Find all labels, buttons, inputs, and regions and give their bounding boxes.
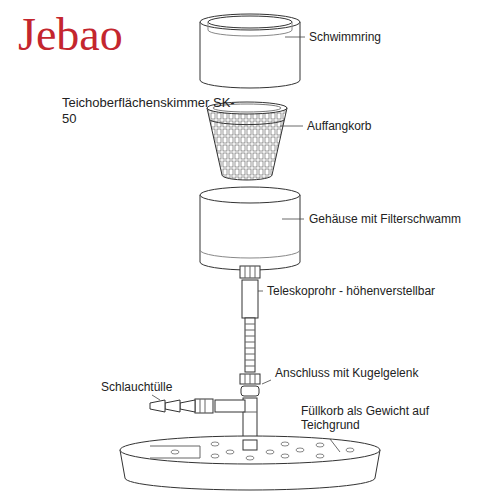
illustration-part [208, 16, 292, 28]
illustration-part [200, 187, 300, 203]
illustration-part [282, 219, 304, 220]
illustration-part [316, 454, 324, 458]
illustration-part [200, 14, 300, 30]
illustration-part [171, 450, 179, 454]
illustration-part [150, 446, 200, 458]
illustration-part [346, 448, 354, 452]
illustration-part [266, 450, 274, 454]
illustration-part [281, 454, 289, 458]
illustration-part [211, 454, 219, 458]
housing [200, 187, 300, 270]
illustration-part [226, 450, 234, 454]
illustration-part [243, 440, 257, 450]
illustration-part [240, 266, 260, 278]
illustration-part [246, 456, 254, 460]
illustration-part [316, 443, 324, 447]
illustration-part [200, 250, 300, 258]
part-label: Schlauchtülle [100, 380, 173, 394]
illustration-part [171, 442, 354, 460]
illustration-part [211, 442, 219, 446]
illustration-part [208, 22, 292, 36]
illustration-part [330, 439, 340, 452]
illustration-part [180, 400, 195, 412]
part-label: Schwimmring [308, 30, 382, 44]
illustration-part [280, 126, 303, 127]
part-label: Anschluss mit Kugelgelenk [274, 366, 419, 380]
illustration-part [245, 324, 255, 366]
illustration-part [165, 400, 180, 412]
illustration-part [258, 291, 263, 292]
illustration-part [207, 108, 287, 180]
part-label: Teleskoprohr - höhenverstellbar [266, 284, 436, 298]
illustration-part [245, 318, 255, 372]
illustration-part [281, 442, 289, 446]
illustration-part [245, 374, 255, 384]
illustration-part [150, 400, 165, 412]
part-label: Füllkorb als Gewicht auf Teichgrund [300, 404, 457, 433]
illustration-part [215, 400, 245, 412]
telescopic-tube [240, 266, 260, 372]
part-label: Auffangkorb [306, 119, 373, 133]
illustration-part [200, 195, 300, 270]
illustration-part [195, 399, 213, 413]
illustration-part [200, 22, 300, 88]
product-name: Teichoberflächenskimmer SK-50 [62, 95, 237, 126]
hose-barb [150, 399, 213, 413]
illustration-part [242, 280, 258, 318]
illustration-part [240, 374, 260, 384]
catch-basket [207, 102, 287, 180]
illustration-part [296, 448, 304, 452]
illustration-part [152, 395, 160, 400]
brand-title: Jebao [18, 12, 123, 58]
float-ring [200, 14, 300, 88]
illustration-part [245, 266, 255, 278]
illustration-part [120, 436, 380, 464]
weight-basket [120, 436, 380, 490]
illustration-part [243, 412, 257, 413]
part-label: Gehäuse mit Filterschwamm [308, 212, 462, 226]
illustration-part [262, 380, 271, 384]
illustration-part [241, 386, 259, 396]
illustration-part [210, 120, 284, 125]
illustration-part [285, 37, 305, 38]
illustration-part [200, 399, 205, 413]
